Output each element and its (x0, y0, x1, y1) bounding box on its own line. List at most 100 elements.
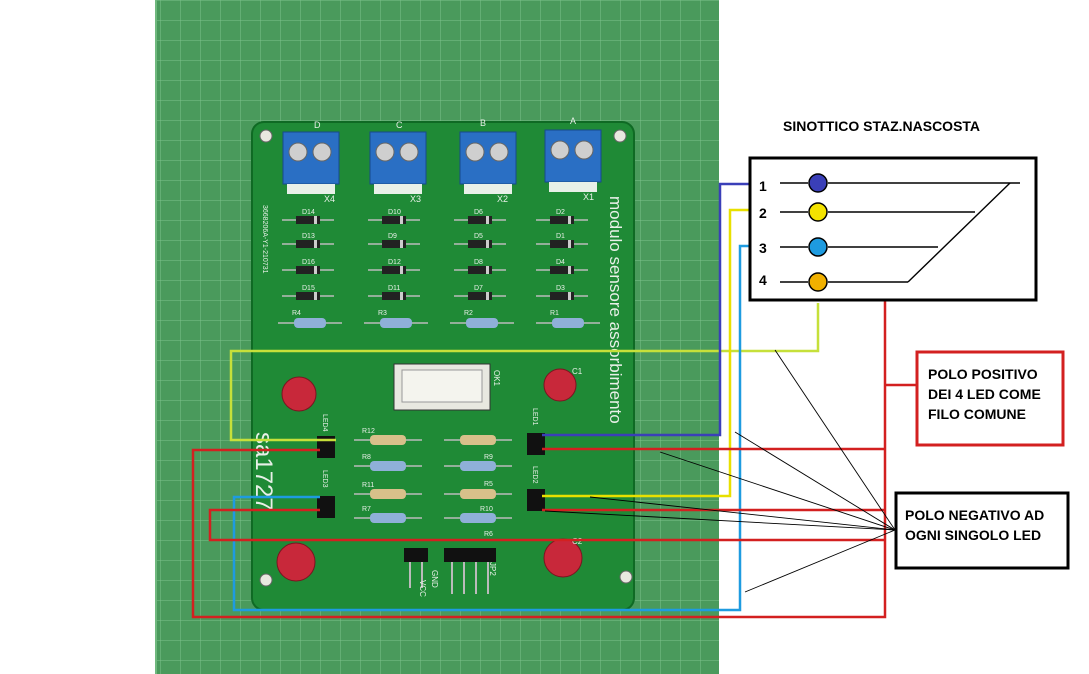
resistor-label: R9 (484, 454, 493, 461)
jumper-label: GND (430, 570, 439, 588)
connector-id: X4 (324, 194, 335, 204)
diode-label: D12 (388, 259, 401, 266)
led-label: LED1 (531, 408, 538, 426)
resistor (370, 489, 406, 499)
led-number: 4 (759, 272, 767, 288)
resistor-label: R7 (362, 506, 371, 513)
resistor-label: R2 (464, 310, 473, 317)
diode (382, 292, 406, 300)
resistor-label: R10 (480, 506, 493, 513)
resistor-label: R6 (484, 531, 493, 538)
diode-label: D3 (556, 285, 565, 292)
capacitors (276, 368, 583, 582)
led-4-indicator (808, 272, 828, 292)
resistor-label: R5 (484, 481, 493, 488)
diode-label: D8 (474, 259, 483, 266)
diagram-title: SINOTTICO STAZ.NASCOSTA (783, 118, 981, 134)
led-2-indicator (808, 202, 828, 222)
resistor (460, 513, 496, 523)
negative-label-box (894, 491, 1070, 570)
led-label: LED2 (531, 466, 538, 484)
diode-label: D5 (474, 233, 483, 240)
synoptic-lines (780, 182, 1020, 283)
diode (550, 292, 574, 300)
resistor (370, 461, 406, 471)
pin-headers (404, 548, 496, 594)
board-signature: sa1727 (250, 432, 277, 511)
cap-label: C2 (572, 537, 583, 546)
negative-label-line: POLO NEGATIVO AD (905, 507, 1045, 523)
diode (296, 240, 320, 248)
diode (550, 216, 574, 224)
resistor (460, 489, 496, 499)
ic-label: OK1 (492, 370, 501, 387)
pointer-lines (544, 349, 896, 593)
diode (468, 292, 492, 300)
led-label: LED3 (321, 470, 328, 488)
diode-label: D2 (556, 209, 565, 216)
connector-id: X2 (497, 194, 508, 204)
wire-green (229, 303, 820, 442)
diode (296, 292, 320, 300)
led-number: 1 (759, 178, 767, 194)
diode-label: D11 (388, 285, 400, 292)
diode-label: D9 (388, 233, 397, 240)
resistor (294, 318, 326, 328)
wire-red-common (191, 300, 887, 619)
connector-letter: C (396, 120, 403, 130)
resistor (460, 435, 496, 445)
diode-label: D1 (556, 233, 565, 240)
wire-yellow (542, 208, 750, 498)
led-indicators (808, 173, 828, 292)
positive-label-box (915, 350, 1065, 447)
wire-navy (542, 182, 750, 437)
diode (550, 266, 574, 274)
diode-label: D6 (474, 209, 483, 216)
diode (296, 266, 320, 274)
board-text: modulo sensore assorbimento (606, 196, 625, 424)
diode-label: D15 (302, 285, 315, 292)
diode-label: D14 (302, 209, 315, 216)
connector-letter: A (570, 116, 576, 126)
diode-label: D10 (388, 209, 401, 216)
led-number: 3 (759, 240, 767, 256)
mount-hole (259, 573, 273, 587)
resistor (460, 461, 496, 471)
positive-label-line: POLO POSITIVO (928, 366, 1038, 382)
diode (382, 240, 406, 248)
diode-label: D16 (302, 259, 315, 266)
positive-label-line: FILO COMUNE (928, 406, 1026, 422)
mount-hole (619, 570, 633, 584)
diode (296, 216, 320, 224)
wiring (191, 182, 918, 619)
wire-blue (232, 244, 750, 612)
resistor-label: R11 (362, 482, 374, 489)
led-label: LED4 (321, 414, 328, 432)
diode (468, 240, 492, 248)
synoptic-panel (748, 156, 1038, 302)
resistor (466, 318, 498, 328)
positive-label-line: DEI 4 LED COME (928, 386, 1041, 402)
resistor-label: R8 (362, 454, 371, 461)
jumper-label: VCC (418, 580, 427, 597)
led-3-indicator (808, 237, 828, 257)
resistor-label: R12 (362, 428, 375, 435)
jumper-label: JP2 (488, 562, 497, 576)
resistor (380, 318, 412, 328)
negative-label: POLO NEGATIVO AD OGNI SINGOLO LED (905, 505, 1044, 545)
board-ref: 3668206A-Y1-210731 (261, 205, 268, 274)
resistor-label: R1 (550, 310, 559, 317)
resistor (370, 513, 406, 523)
diode-label: D13 (302, 233, 315, 240)
wire-red (208, 508, 885, 542)
positive-label: POLO POSITIVO DEI 4 LED COME FILO COMUNE (928, 364, 1041, 424)
resistor-label: R3 (378, 310, 387, 317)
diode (382, 266, 406, 274)
connector-id: X1 (583, 192, 594, 202)
diode (468, 216, 492, 224)
mount-hole (259, 129, 273, 143)
diode (468, 266, 492, 274)
